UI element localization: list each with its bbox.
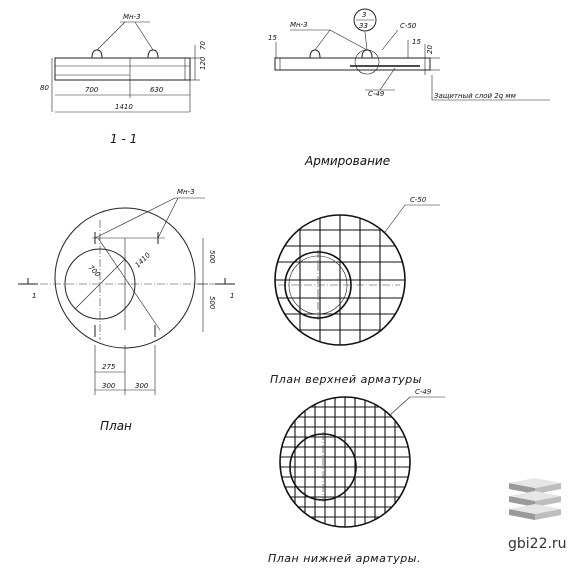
plan-loop-label: Мн-3 xyxy=(177,188,195,196)
rf-loop-left xyxy=(309,49,321,59)
dim-total: 1410 xyxy=(115,103,133,111)
plan-dim-500-bottom: 500 xyxy=(208,296,216,310)
upper-plan-view: С-50 План верхней арматуры xyxy=(270,196,440,386)
rf-caption: Армирование xyxy=(304,154,390,168)
rf-upper-mesh: С-50 xyxy=(400,22,417,30)
dim-right: 630 xyxy=(150,86,164,94)
leader-loop-1 xyxy=(96,21,126,51)
rf-callout-circle xyxy=(353,8,377,32)
plan-view: 700 1410 Мн-3 500 500 1 1 275 300 300 Пл… xyxy=(18,188,235,433)
watermark-layer-top xyxy=(509,504,561,514)
slab-outline xyxy=(54,57,191,81)
rf-loop-label: Мн-3 xyxy=(290,21,308,29)
rf-loop-right xyxy=(361,49,373,59)
upper-caption: План верхней арматуры xyxy=(270,373,422,386)
plan-section-mark-right: 1 xyxy=(230,292,234,300)
rf-dim-15-right: 15 xyxy=(412,38,421,46)
slab-hatch xyxy=(129,57,186,81)
lower-mesh-grid xyxy=(280,397,410,527)
section-caption: 1 - 1 xyxy=(110,132,137,146)
section-view: Мн-3 70 120 80 700 630 1410 1 - 1 xyxy=(40,13,207,146)
watermark-text: gbi22.ru xyxy=(508,536,567,552)
rf-dim-20: 20 xyxy=(426,45,434,54)
plan-dim-275: 275 xyxy=(102,363,116,371)
watermark-layer-top xyxy=(509,491,561,501)
dim-slab: 120 xyxy=(199,56,207,70)
lower-mesh-label: С-49 xyxy=(415,388,432,396)
plan-caption: План xyxy=(100,419,132,433)
plan-dim-500-top: 500 xyxy=(208,250,216,264)
dim-height: 80 xyxy=(40,84,49,92)
rf-lower-mesh: С-49 xyxy=(368,90,385,98)
watermark-layer-left xyxy=(509,496,535,507)
plan-dim-300-right: 300 xyxy=(135,382,149,390)
loop-left xyxy=(91,49,103,59)
plan-dim-diag: 1410 xyxy=(134,251,153,270)
rf-dim-15-left: 15 xyxy=(268,34,277,42)
plan-dim-300-left: 300 xyxy=(102,382,116,390)
watermark-layer-left xyxy=(509,509,535,520)
watermark-layer-right xyxy=(535,509,561,520)
loop-right xyxy=(147,49,159,59)
watermark-layer-left xyxy=(509,483,535,494)
watermark-layer-right xyxy=(535,496,561,507)
section-loop-label: Мн-3 xyxy=(123,13,141,21)
watermark-logo-icon xyxy=(509,478,561,520)
lower-plan-view: С-49 План нижней арматуры. xyxy=(268,388,445,565)
upper-mesh-label: С-50 xyxy=(410,196,427,204)
dim-left: 700 xyxy=(85,86,99,94)
rf-callout-top: 3 xyxy=(362,11,366,19)
plan-section-mark-left: 1 xyxy=(32,292,36,300)
watermark-layer-right xyxy=(535,483,561,494)
dim-ear: 70 xyxy=(199,41,207,50)
plan-hole-dim xyxy=(74,258,126,310)
lower-caption: План нижней арматуры. xyxy=(268,552,421,565)
rf-cover-note: Защитный слой 2q мм xyxy=(434,92,517,100)
watermark-layer-top xyxy=(509,478,561,488)
leader-loop-2 xyxy=(134,21,154,51)
rf-callout-bottom: 33 xyxy=(359,22,368,30)
plan-diag-dim xyxy=(97,237,161,331)
reinforcement-view: Мн-3 3 33 С-50 15 15 20 С-49 Защитный сл… xyxy=(268,8,550,168)
rf-slab-outline xyxy=(274,57,431,71)
